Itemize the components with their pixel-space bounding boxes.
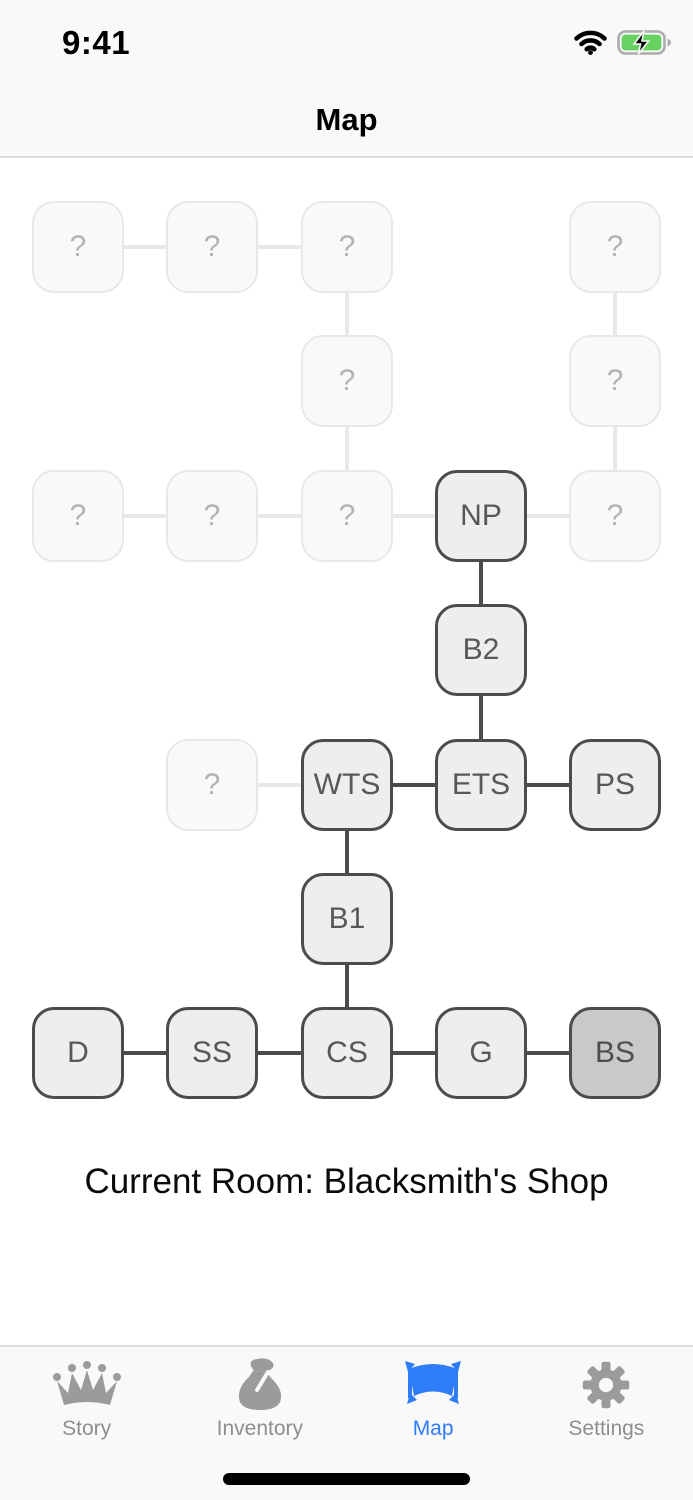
status-icons: [574, 29, 672, 60]
navigation-bar: 9:41 Map: [0, 0, 693, 158]
tab-inventory-label: Inventory: [216, 1417, 304, 1440]
room-node: CS: [301, 1007, 393, 1099]
room-node: ?: [301, 201, 393, 293]
tab-bar: Story Inventory: [0, 1345, 693, 1500]
home-indicator[interactable]: [223, 1473, 470, 1485]
tab-story-label: Story: [62, 1417, 112, 1440]
status-time: 9:41: [62, 24, 131, 61]
room-node: SS: [166, 1007, 258, 1099]
room-node-current: BS: [569, 1007, 661, 1099]
room-node: B1: [301, 873, 393, 965]
tab-map[interactable]: Map: [347, 1347, 520, 1500]
room-node: ?: [32, 201, 124, 293]
room-node: ?: [166, 470, 258, 562]
room-node: ?: [301, 470, 393, 562]
room-node: ?: [569, 470, 661, 562]
tab-settings-label: Settings: [568, 1417, 645, 1440]
page-title: Map: [315, 102, 378, 137]
room-node: G: [435, 1007, 527, 1099]
room-node: D: [32, 1007, 124, 1099]
bag-icon: [237, 1358, 283, 1411]
battery-charging-icon: [617, 29, 672, 60]
room-node: PS: [569, 739, 661, 831]
wifi-icon: [574, 29, 607, 60]
gear-icon: [582, 1359, 630, 1411]
tab-map-label: Map: [412, 1417, 454, 1440]
current-room-label: Current Room: Blacksmith's Shop: [84, 1162, 609, 1201]
room-node: ?: [32, 470, 124, 562]
tab-story[interactable]: Story: [0, 1347, 173, 1500]
room-node: ?: [569, 335, 661, 427]
room-node: ?: [301, 335, 393, 427]
tab-settings[interactable]: Settings: [520, 1347, 693, 1500]
map-icon: [402, 1359, 464, 1411]
room-node: B2: [435, 604, 527, 696]
tab-inventory[interactable]: Inventory: [173, 1347, 346, 1500]
room-node: WTS: [301, 739, 393, 831]
room-node: ?: [569, 201, 661, 293]
room-node: ?: [166, 739, 258, 831]
map-canvas: Current Room: Blacksmith's Shop ????????…: [32, 201, 661, 1201]
crown-icon: [49, 1359, 125, 1411]
room-node: ?: [166, 201, 258, 293]
room-node: NP: [435, 470, 527, 562]
room-node: ETS: [435, 739, 527, 831]
